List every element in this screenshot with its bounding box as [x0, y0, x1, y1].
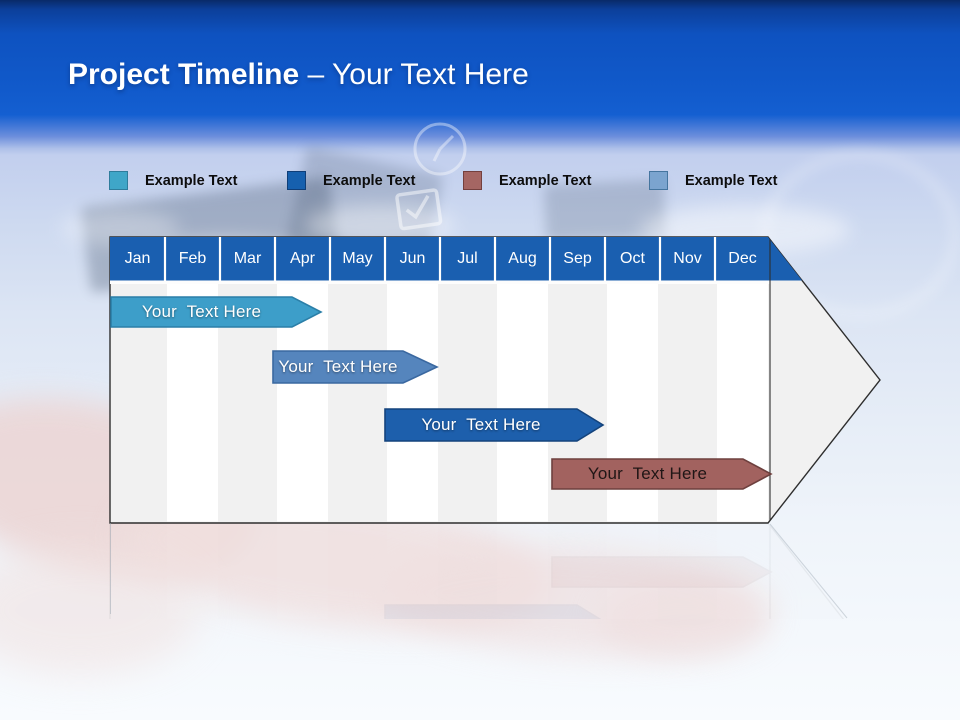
- month-dividers: [163, 237, 717, 281]
- timeline-bar-label: Your Text Here: [587, 464, 708, 483]
- header-underline: [110, 280, 770, 284]
- timeline-bar-shape: [384, 408, 605, 442]
- legend-item: Example Text: [463, 170, 591, 191]
- legend-swatch: [463, 171, 482, 190]
- month-label: Jun: [399, 250, 426, 267]
- globe-swirl-decoration: [760, 150, 960, 320]
- month-label: Oct: [620, 250, 645, 267]
- month-label: Jan: [124, 250, 151, 267]
- slide-title-rest: – Your Text Here: [307, 58, 529, 91]
- reflection-lines: [110, 523, 848, 619]
- timeline-bar-label: Your Text Here: [141, 302, 262, 321]
- month-label: Nov: [673, 250, 702, 267]
- checkbox-icon: [395, 188, 443, 231]
- month-header-band: [110, 237, 830, 281]
- month-label: Aug: [508, 250, 537, 267]
- timeline-bar-shape: [551, 458, 773, 490]
- timeline-bars: [110, 296, 773, 490]
- legend-label: Example Text: [145, 172, 238, 189]
- legend-label: Example Text: [323, 172, 416, 189]
- month-label: Mar: [233, 250, 262, 267]
- legend-item: Example Text: [287, 170, 415, 191]
- legend-label: Example Text: [499, 172, 592, 189]
- legend-swatch: [287, 171, 306, 190]
- month-label: May: [342, 250, 373, 267]
- table-reflection: [110, 523, 880, 720]
- legend-swatch: [109, 171, 128, 190]
- slide-title-bold: Project Timeline: [68, 58, 308, 91]
- month-label: Sep: [563, 250, 592, 267]
- legend-label: Example Text: [685, 172, 778, 189]
- month-label: Feb: [178, 250, 207, 267]
- timeline-arrow-graphic: [109, 236, 881, 524]
- timeline-bar-label: Your Text Here: [421, 415, 541, 434]
- month-label: Apr: [290, 250, 315, 267]
- slide-title: Project Timeline – Your Text Here: [68, 58, 529, 92]
- month-label: Dec: [728, 250, 757, 267]
- timeline-bar-shape: [272, 350, 439, 384]
- legend-swatch: [649, 171, 668, 190]
- clock-icon: [413, 122, 467, 176]
- timeline-bar-shape: [110, 296, 323, 328]
- timeline-bar-label: Your Text Here: [278, 357, 398, 376]
- top-blue-band: [0, 0, 960, 155]
- legend-item: Example Text: [649, 170, 777, 191]
- month-label: Jul: [457, 250, 478, 267]
- legend-item: Example Text: [109, 170, 237, 191]
